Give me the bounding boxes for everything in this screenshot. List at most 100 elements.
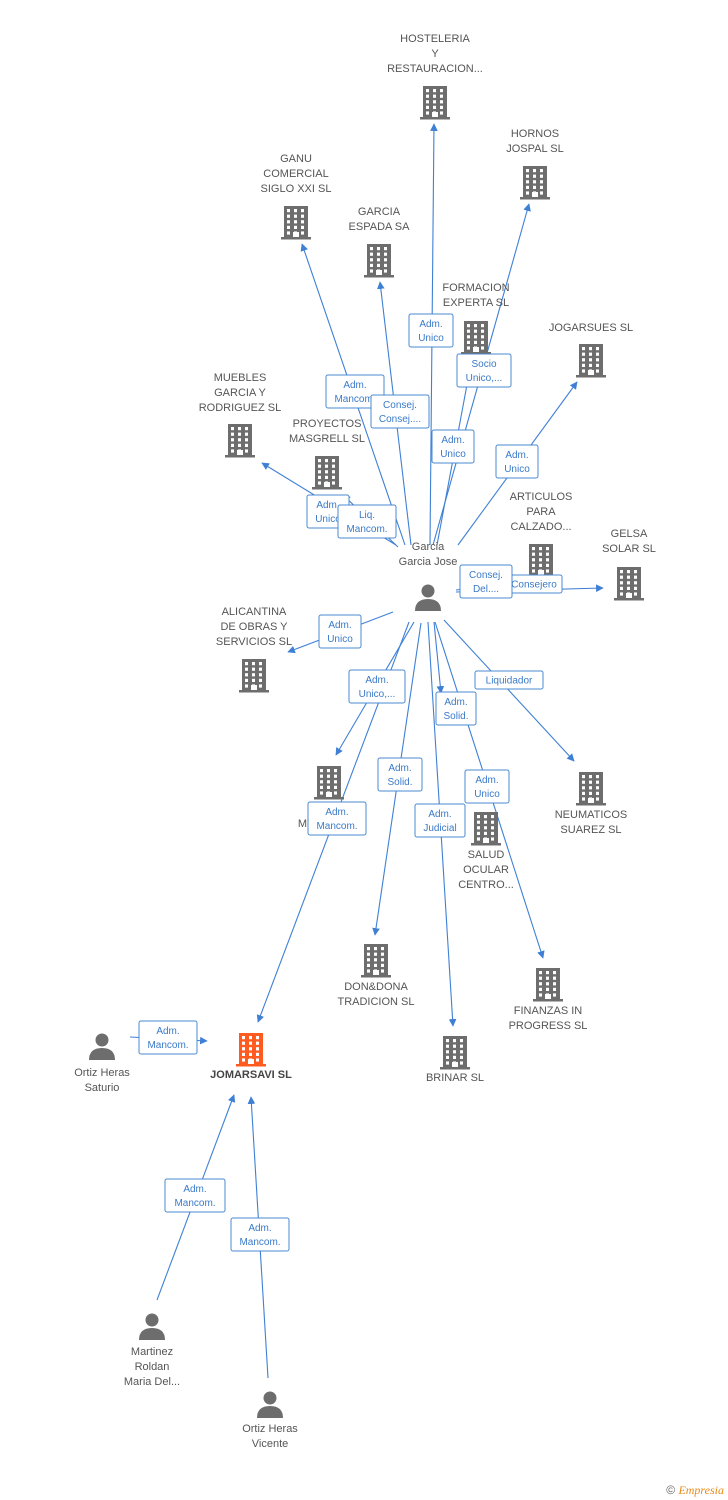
edge-label-box	[431, 429, 475, 464]
building-icon	[533, 968, 563, 1002]
edge-label-box	[435, 691, 477, 726]
edge-label-neumaticos[interactable]: Liquidador	[474, 670, 544, 690]
edge-label-salud[interactable]: Adm.Solid.	[435, 691, 477, 726]
footer-brand[interactable]: © Empresia	[666, 1483, 724, 1498]
edge-label-text: Liquidador	[486, 676, 533, 687]
edge-label-box	[495, 444, 539, 479]
building-icon	[440, 1036, 470, 1070]
edge-label-ganu[interactable]: Adm.Mancom.	[325, 374, 385, 409]
edge-label-gelsa[interactable]: Consej.Del....	[459, 564, 513, 599]
edge-label-garcia_espada[interactable]: Consej. Consej....	[370, 394, 430, 429]
building-icon	[314, 766, 344, 800]
node-label: Vicente	[252, 1438, 289, 1450]
edge-label-box	[464, 769, 510, 804]
node-label: EXPERTA SL	[443, 297, 509, 309]
edge-label-text: Del....	[473, 584, 499, 595]
building-icon	[281, 206, 311, 240]
edge-labels-layer: Adm.UnicoSocioUnico,...Adm.Mancom.Consej…	[138, 313, 563, 1252]
edge-label-jomarsavi[interactable]: Adm.Mancom.	[138, 1020, 198, 1055]
edge-label-jomarsavi[interactable]: Adm.Mancom.	[164, 1178, 226, 1213]
edge-label-m_hidden[interactable]: Adm.Unico,...	[348, 669, 406, 704]
node-brinar[interactable]: BRINAR SL	[426, 1036, 484, 1084]
edge-label-text: Unico	[315, 514, 341, 525]
node-label: COMERCIAL	[263, 168, 328, 180]
node-label: MUEBLES	[214, 372, 267, 384]
building-icon	[520, 166, 550, 200]
node-label: DON&DONA	[344, 981, 408, 993]
edge-label-alicantina[interactable]: Adm.Unico	[318, 614, 362, 649]
edge-label-text: Adm.	[156, 1026, 179, 1037]
edge-label-brinar[interactable]: Adm.Judicial	[414, 803, 466, 838]
edge-label-box	[307, 801, 367, 836]
edge-label-articulos[interactable]: Consejero	[505, 574, 563, 594]
edge-label-text: Solid.	[443, 711, 468, 722]
edge-label-text: Unico,...	[466, 373, 503, 384]
building-icon	[364, 244, 394, 278]
edge-label-proyectos[interactable]: Liq.Mancom.	[337, 504, 397, 539]
node-jomarsavi[interactable]: JOMARSAVI SL	[210, 1033, 292, 1081]
building-icon	[471, 812, 501, 846]
node-label: HORNOS	[511, 128, 559, 140]
edge-label-text: Solid.	[387, 777, 412, 788]
edge-label-text: Consej....	[379, 414, 421, 425]
building-icon	[361, 944, 391, 978]
edge-label-finanzas[interactable]: Adm.Unico	[464, 769, 510, 804]
node-label: ESPADA SA	[349, 221, 411, 233]
edge-garcia_jose-to-neumaticos	[443, 619, 575, 762]
edge-label-box	[474, 670, 544, 690]
building-icon	[420, 86, 450, 120]
edge-label-jomarsavi[interactable]: Adm.Mancom.	[307, 801, 367, 836]
node-salud[interactable]: SALUDOCULARCENTRO...	[458, 812, 514, 891]
edge-label-hosteleria[interactable]: Adm.Unico	[408, 313, 454, 348]
node-label: PARA	[526, 506, 556, 518]
building-icon	[236, 1033, 266, 1067]
edge-label-text: Adm.	[419, 319, 442, 330]
edge-label-box	[230, 1217, 290, 1252]
node-label: DE OBRAS Y	[220, 621, 288, 633]
edge-label-text: Adm.	[183, 1184, 206, 1195]
node-label: FORMACION	[442, 282, 509, 294]
edge-label-text: Adm.	[343, 380, 366, 391]
node-dondona[interactable]: DON&DONA TRADICION SL	[337, 944, 415, 1008]
edge-label-hornos[interactable]: SocioUnico,...	[456, 353, 512, 388]
edge-label-jomarsavi[interactable]: Adm.Mancom.	[230, 1217, 290, 1252]
node-jogarsues[interactable]: JOGARSUES SL	[549, 322, 633, 378]
node-label: CALZADO...	[510, 521, 571, 533]
edge-label-text: Unico	[504, 464, 530, 475]
node-label: SIGLO XXI SL	[261, 183, 332, 195]
node-label: JOGARSUES SL	[549, 322, 633, 334]
node-label: Garcia Jose	[399, 556, 458, 568]
node-label: TRADICION SL	[337, 996, 414, 1008]
edge-label-box	[348, 669, 406, 704]
node-hosteleria[interactable]: HOSTELERIAYRESTAURACION...	[387, 33, 483, 120]
edge-label-dondona[interactable]: Adm.Solid.	[377, 757, 423, 792]
building-icon	[461, 321, 491, 355]
edge-label-text: Consej.	[383, 400, 417, 411]
node-label: Ortiz Heras	[74, 1067, 130, 1079]
building-icon	[576, 772, 606, 806]
node-label: GELSA	[611, 528, 648, 540]
edge-label-jogarsues[interactable]: Adm.Unico	[495, 444, 539, 479]
node-m_hidden[interactable]: M...	[298, 766, 344, 830]
node-formacion[interactable]: FORMACION EXPERTA SL	[442, 282, 510, 355]
node-label: FINANZAS IN	[514, 1005, 583, 1017]
node-label: BRINAR SL	[426, 1072, 484, 1084]
node-label: SALUD	[468, 849, 505, 861]
edge-label-formacion[interactable]: Adm.Unico	[431, 429, 475, 464]
edge-label-text: Adm.	[328, 620, 351, 631]
node-articulos[interactable]: ARTICULOSPARACALZADO...	[510, 491, 573, 578]
